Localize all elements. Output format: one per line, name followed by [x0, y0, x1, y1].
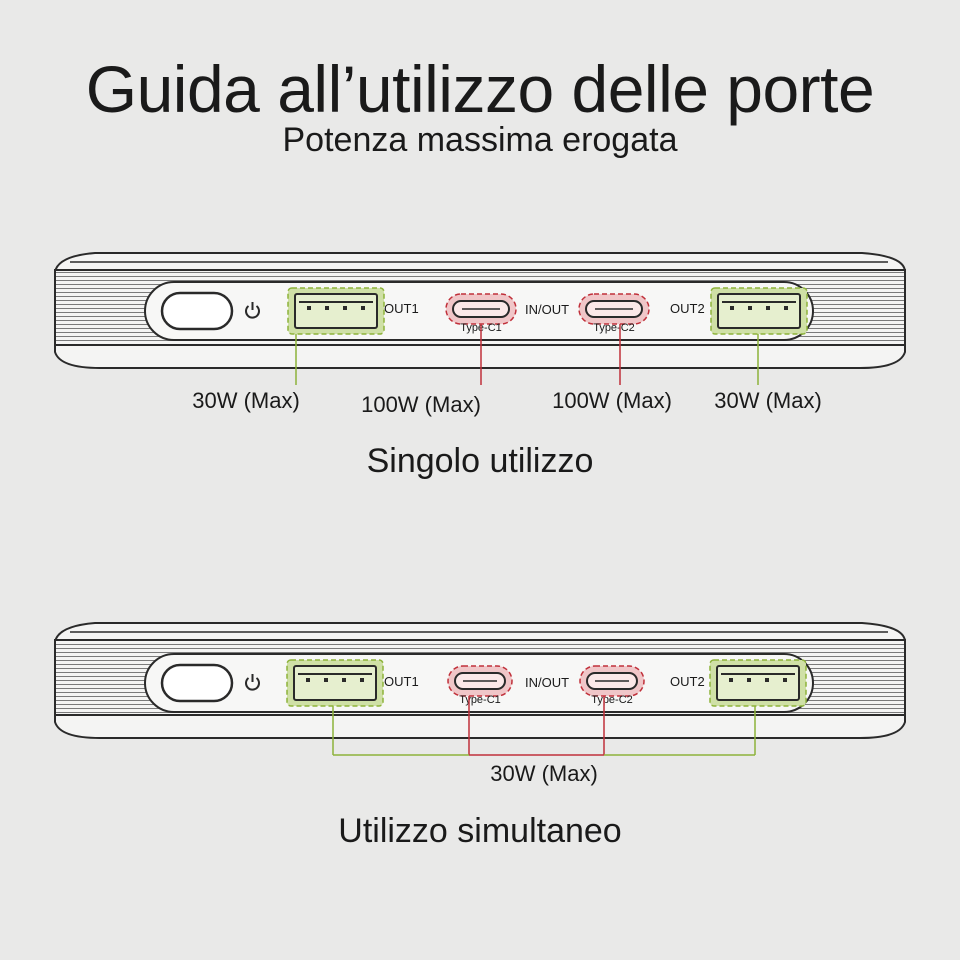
label-out1: OUT1 — [384, 674, 419, 689]
power-icon — [245, 674, 260, 691]
usb-a-port-out2 — [709, 659, 807, 707]
label-out1: OUT1 — [384, 301, 419, 316]
page-title: Guida all’utilizzo delle porte — [85, 52, 875, 126]
label-type-c2: Type-C2 — [593, 322, 635, 334]
power-button — [160, 663, 234, 703]
label-out2: OUT2 — [670, 674, 705, 689]
caption-single-use: Singolo utilizzo — [366, 442, 594, 480]
caption-simultaneous-use: Utilizzo simultaneo — [338, 812, 622, 850]
label-type-c2: Type-C2 — [591, 694, 633, 706]
label-in-out: IN/OUT — [525, 302, 569, 317]
power-bank-simultaneous: OUT1 Type-C1 IN/OUT Type-C2 OUT2 — [54, 622, 906, 786]
power-icon — [245, 302, 260, 319]
power-out1: 30W (Max) — [192, 388, 300, 413]
usb-a-port-out1 — [287, 287, 385, 335]
usb-c-port-c2 — [578, 293, 650, 325]
label-out2: OUT2 — [670, 301, 705, 316]
power-c2: 100W (Max) — [552, 388, 672, 413]
usb-a-port-out2 — [710, 287, 808, 335]
label-in-out: IN/OUT — [525, 675, 569, 690]
page-subtitle: Potenza massima erogata — [282, 121, 678, 159]
power-bank-single: OUT1 Type-C1 IN/OUT Type-C2 OUT2 — [54, 252, 906, 417]
label-type-c1: Type-C1 — [459, 694, 501, 706]
combined-leader — [332, 696, 756, 756]
power-button — [160, 291, 234, 331]
power-c1: 100W (Max) — [361, 392, 481, 417]
usb-c-port-c2 — [579, 665, 645, 697]
usb-a-port-out1 — [286, 659, 384, 707]
power-combined: 30W (Max) — [490, 761, 598, 786]
usb-c-port-c1 — [447, 665, 513, 697]
usb-c-port-c1 — [445, 293, 517, 325]
power-out2: 30W (Max) — [714, 388, 822, 413]
